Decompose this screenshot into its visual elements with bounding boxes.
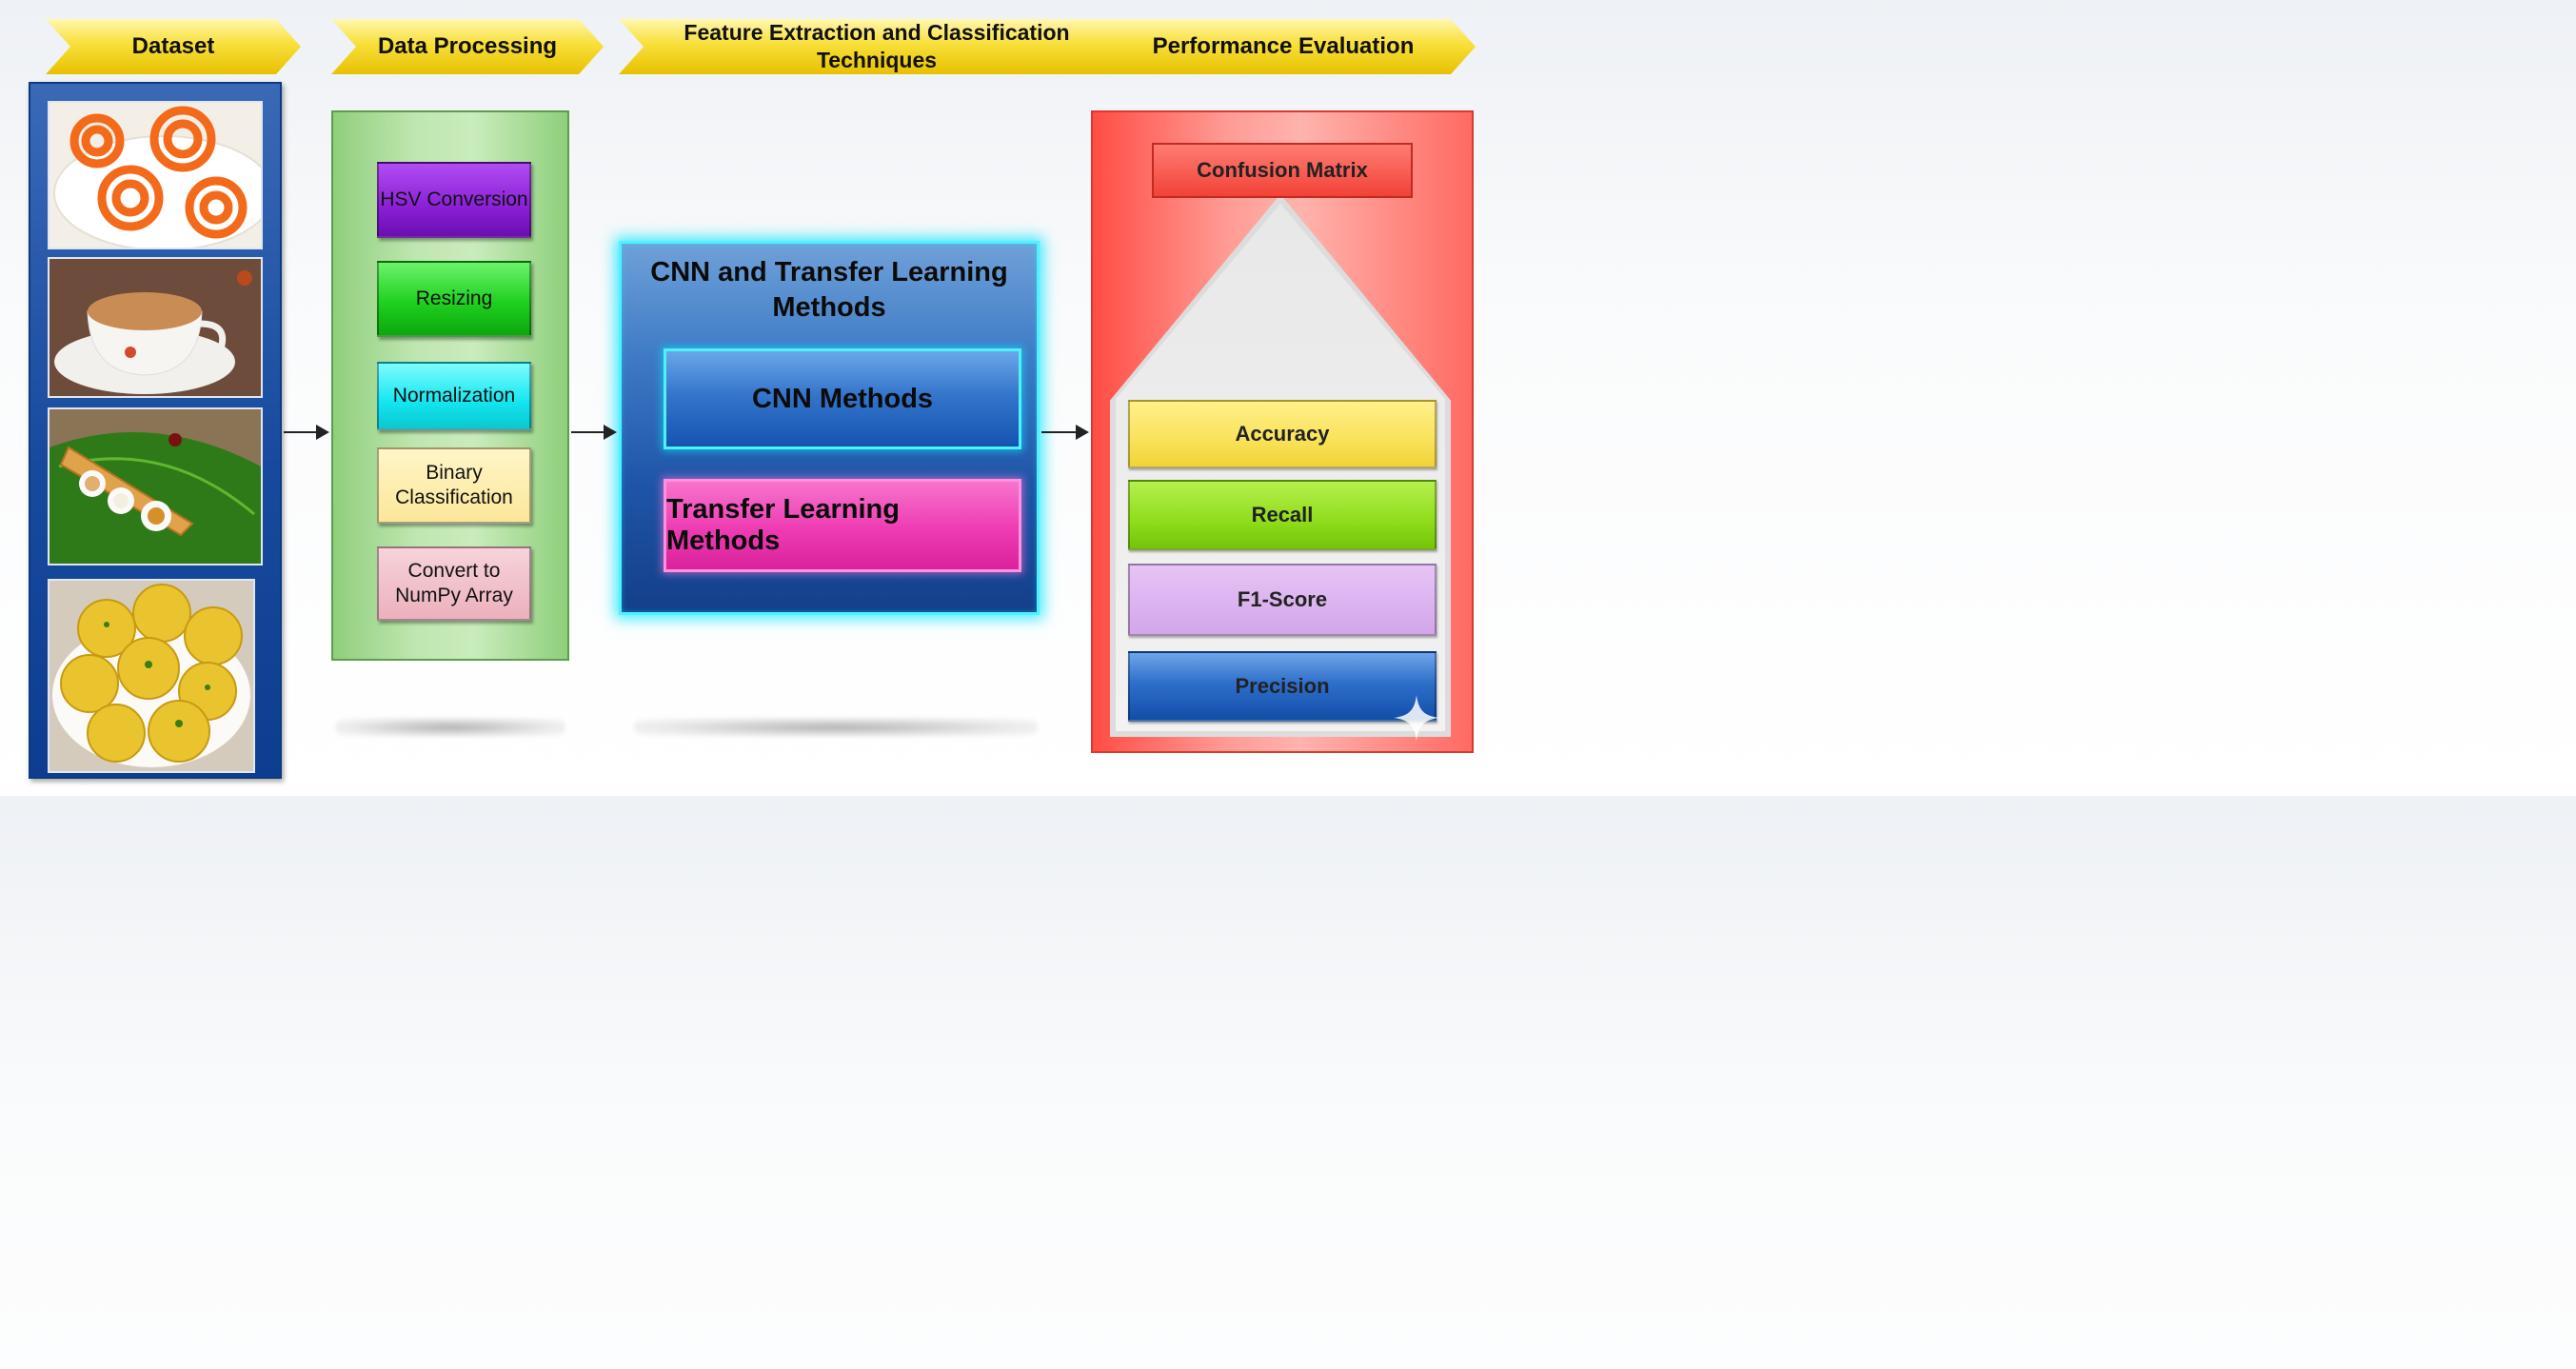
recall-label: Recall bbox=[1251, 503, 1314, 526]
confusion-matrix-box: Confusion Matrix bbox=[1152, 143, 1413, 198]
processing-shadow bbox=[335, 718, 565, 737]
feature-extraction-header: Feature Extraction and Classification Te… bbox=[619, 19, 1135, 74]
data-processing-header-label: Data Processing bbox=[377, 33, 558, 59]
f1-score-box: F1-Score bbox=[1128, 564, 1437, 636]
cnn-transfer-learning-panel: CNN and Transfer Learning Methods CNN Me… bbox=[619, 241, 1040, 615]
feature-extraction-header-label: Feature Extraction and Classification Te… bbox=[684, 20, 1070, 72]
hsv-conversion-label: HSV Conversion bbox=[380, 188, 528, 210]
accuracy-box: Accuracy bbox=[1128, 400, 1437, 468]
arrow-cnn-to-performance bbox=[1041, 425, 1089, 440]
cnn-methods-label: CNN Methods bbox=[751, 383, 934, 414]
transfer-learning-methods-label: Transfer Learning Methods bbox=[666, 494, 900, 556]
numpy-array-box: Convert to NumPy Array bbox=[377, 546, 531, 621]
dosa-photo bbox=[48, 407, 263, 565]
accuracy-label: Accuracy bbox=[1235, 422, 1330, 446]
f1-score-label: F1-Score bbox=[1237, 587, 1328, 611]
dataset-header-label: Dataset bbox=[131, 33, 215, 59]
numpy-array-label: Convert to NumPy Array bbox=[395, 559, 513, 606]
cnn-transfer-learning-title: CNN and Transfer Learning Methods bbox=[650, 257, 1008, 324]
transfer-learning-methods-box: Transfer Learning Methods bbox=[664, 479, 1021, 572]
arrow-processing-to-cnn bbox=[571, 425, 617, 440]
performance-evaluation-header-label: Performance Evaluation bbox=[1152, 33, 1415, 59]
normalization-box: Normalization bbox=[377, 362, 531, 430]
jalebi-photo bbox=[48, 101, 263, 249]
data-processing-header: Data Processing bbox=[331, 19, 604, 74]
normalization-label: Normalization bbox=[392, 384, 516, 407]
precision-label: Precision bbox=[1235, 674, 1330, 698]
performance-evaluation-header: Performance Evaluation bbox=[1091, 19, 1476, 74]
binary-classification-label: Binary Classification bbox=[395, 461, 513, 508]
cnn-shadow bbox=[634, 718, 1038, 737]
cnn-methods-box: CNN Methods bbox=[664, 348, 1021, 449]
data-processing-panel: HSV Conversion Resizing Normalization Bi… bbox=[331, 110, 569, 661]
tea-photo bbox=[48, 257, 263, 398]
recall-box: Recall bbox=[1128, 480, 1437, 550]
resizing-label: Resizing bbox=[415, 287, 493, 309]
resizing-box: Resizing bbox=[377, 261, 531, 337]
binary-classification-box: Binary Classification bbox=[377, 447, 531, 524]
precision-box: Precision bbox=[1128, 651, 1437, 722]
dataset-header: Dataset bbox=[46, 19, 301, 74]
confusion-matrix-label: Confusion Matrix bbox=[1197, 158, 1368, 182]
hsv-conversion-box: HSV Conversion bbox=[377, 162, 531, 238]
arrow-dataset-to-processing bbox=[284, 425, 329, 440]
sparkle-icon bbox=[1394, 695, 1439, 741]
vada-photo bbox=[48, 579, 255, 773]
dataset-panel bbox=[29, 82, 282, 779]
